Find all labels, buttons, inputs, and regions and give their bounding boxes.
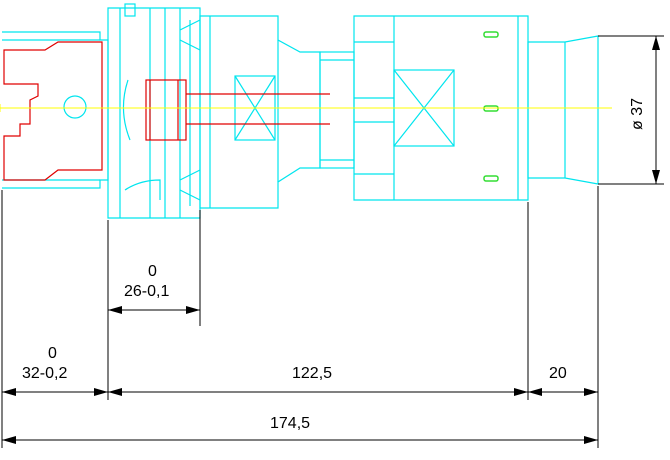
dim-inner-value: 26-0,1	[124, 283, 169, 300]
tool-holder-outline	[2, 3, 599, 219]
dim-middle-value: 122,5	[292, 365, 332, 382]
spindle-tip	[527, 35, 599, 185]
dim-total-value: 174,5	[270, 415, 310, 432]
neck	[319, 51, 355, 169]
clamp-body	[3, 41, 103, 181]
dim-right-value: 20	[549, 365, 567, 382]
dim-diameter-value: ø 37	[629, 98, 646, 130]
clamp-insert	[3, 41, 330, 181]
dim-left-value: 32-0,2	[22, 365, 67, 382]
hex-segment	[199, 15, 321, 209]
marker-top	[483, 31, 499, 38]
pin-hole	[63, 95, 87, 119]
dim-left-tolerance: 0	[48, 345, 57, 362]
marker-bottom	[483, 175, 499, 182]
nut	[353, 15, 529, 201]
collet-body	[2, 31, 109, 189]
dimension-lines	[1, 35, 664, 448]
dim-inner-tolerance: 0	[148, 263, 157, 280]
